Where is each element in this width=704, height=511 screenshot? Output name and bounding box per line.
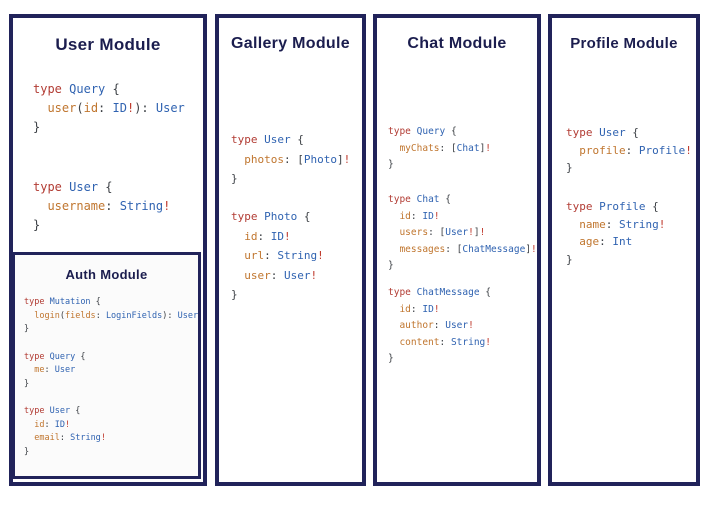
gallery-code-block-user: type User { photos: [Photo]!} [231, 133, 351, 185]
user-code-block-user: type User { username: String!} [33, 180, 171, 232]
chat-module-title: Chat Module [407, 35, 507, 52]
profile-module-title: Profile Module [570, 35, 678, 52]
profile-module-panel: Profile Module type User { profile: Prof… [548, 14, 700, 486]
auth-code-block-mutation: type Mutation { login(fields: LoginField… [24, 297, 199, 334]
user-module-panel: User Module type Query { user(id: ID!): … [9, 14, 207, 486]
auth-code-area: type Mutation { login(fields: LoginField… [24, 296, 199, 473]
auth-code-block-user: type User { id: ID! email: String!} [24, 406, 106, 457]
user-code-block-query: type Query { user(id: ID!): User} [33, 82, 185, 134]
chat-code-block-chat: type Chat { id: ID! users: [User!]! mess… [388, 194, 537, 271]
auth-code-block-query: type Query { me: User} [24, 351, 86, 389]
auth-module-panel: Auth Module type Mutation { login(fields… [13, 252, 201, 479]
chat-code-block-chatmessage: type ChatMessage { id: ID! author: User!… [388, 287, 492, 364]
profile-code-block-profile: type Profile { name: String! age: Int} [566, 200, 666, 266]
profile-code-block-user: type User { profile: Profile!} [566, 126, 692, 174]
auth-module-title: Auth Module [65, 267, 148, 282]
gallery-module-title: Gallery Module [231, 35, 350, 52]
chat-code-block-query: type Query { myChats: [Chat]!} [388, 126, 492, 170]
chat-module-panel: Chat Module type Query { myChats: [Chat]… [373, 14, 541, 486]
gallery-module-panel: Gallery Module type User { photos: [Phot… [215, 14, 366, 486]
gallery-code-block-photo: type Photo { id: ID! url: String! user: … [231, 210, 324, 301]
user-module-title: User Module [55, 35, 161, 54]
